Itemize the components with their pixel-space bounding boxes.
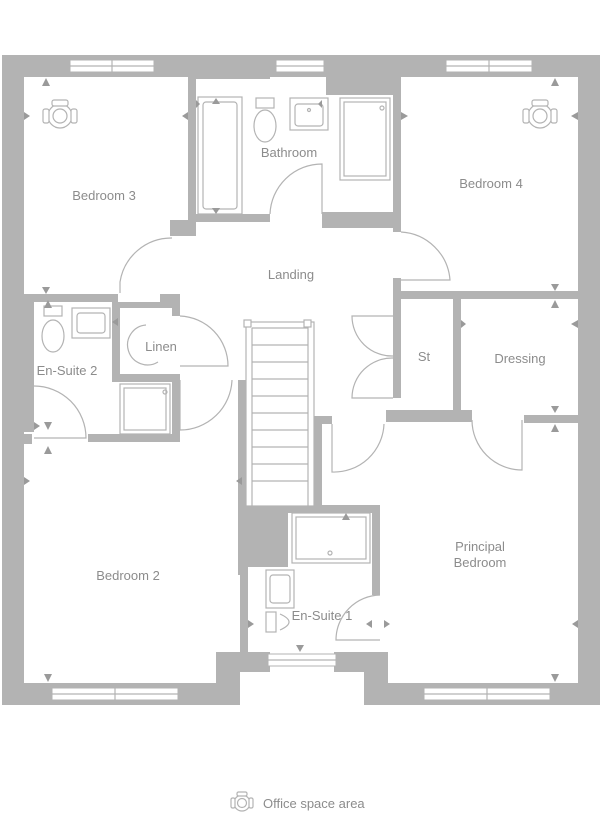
label-bedroom2: Bedroom 2 [96, 568, 160, 583]
label-bathroom: Bathroom [261, 145, 317, 160]
window-principal [423, 687, 551, 701]
bath-bathroom [197, 96, 243, 215]
basin-bathroom [289, 97, 329, 131]
room-labels: Bedroom 3 Bathroom Bedroom 4 Landing En-… [37, 145, 546, 623]
label-bedroom3: Bedroom 3 [72, 188, 136, 203]
label-bedroom4: Bedroom 4 [459, 176, 523, 191]
window-bedroom4 [445, 59, 533, 73]
doors [33, 163, 523, 641]
label-principal-line1: Principal [455, 539, 505, 554]
window-bedroom2 [51, 687, 179, 701]
label-linen: Linen [145, 339, 177, 354]
label-st: St [418, 349, 431, 364]
window-bedroom3 [69, 59, 155, 73]
office-icon-bedroom4 [522, 99, 558, 129]
toilet-bathroom [253, 97, 277, 143]
label-ensuite1: En-Suite 1 [292, 608, 353, 623]
dimension-markers [24, 78, 578, 682]
label-principal-line2: Bedroom [454, 555, 507, 570]
staircase [243, 319, 315, 507]
legend: Office space area [230, 791, 365, 812]
internal-walls [24, 77, 578, 652]
shower-bathroom [339, 97, 391, 181]
label-landing: Landing [268, 267, 314, 282]
toilet-ensuite1 [265, 611, 290, 633]
shower-ensuite1 [291, 512, 371, 564]
label-dressing: Dressing [494, 351, 545, 366]
legend-label: Office space area [263, 796, 365, 811]
linen-fixture [126, 324, 159, 366]
window-ensuite1 [267, 653, 337, 667]
window-bathroom [275, 59, 325, 73]
toilet-ensuite2 [41, 305, 65, 353]
office-space-icon [230, 791, 254, 812]
basin-ensuite1 [265, 569, 295, 609]
fixtures [41, 96, 558, 633]
office-icon-bedroom3 [42, 99, 78, 129]
shower-ensuite2 [119, 383, 171, 435]
label-ensuite2: En-Suite 2 [37, 363, 98, 378]
windows [51, 59, 551, 701]
basin-ensuite2 [71, 307, 111, 339]
